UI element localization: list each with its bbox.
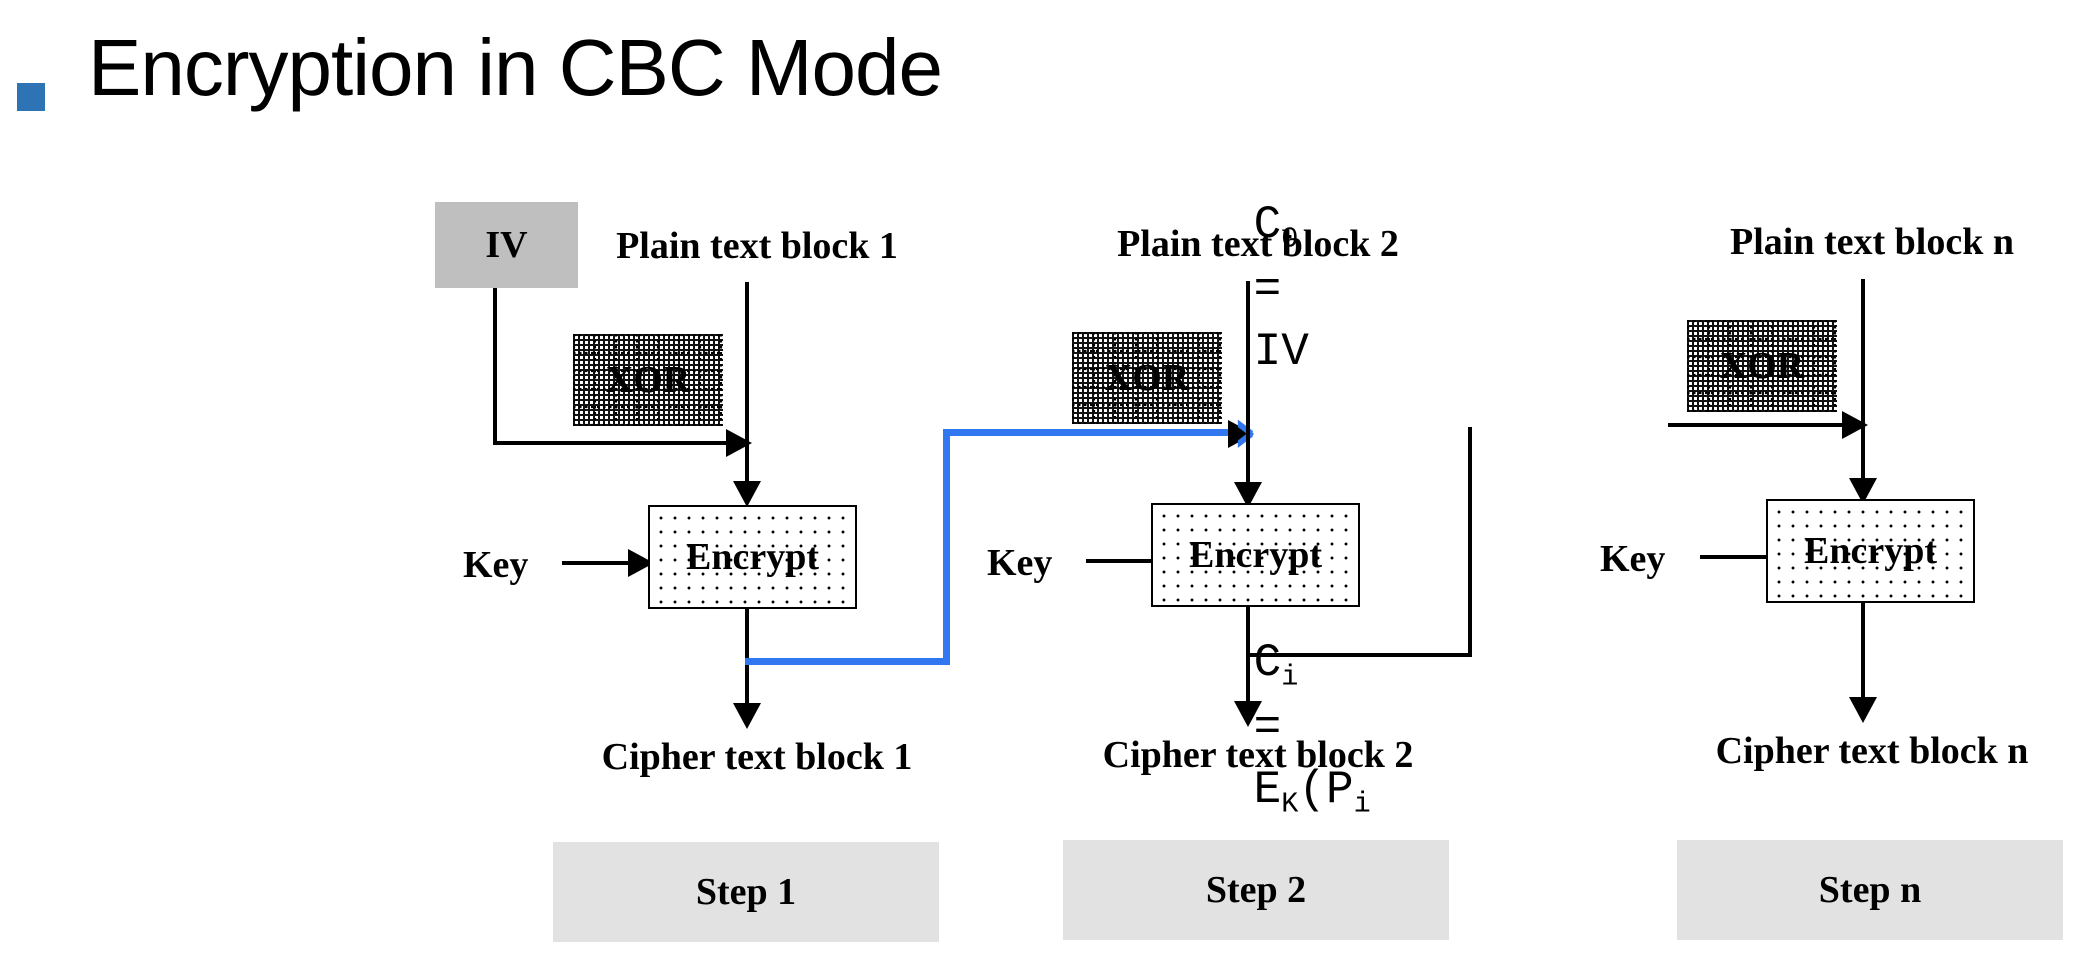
plaintext-label-2: Plain text block 2 — [1117, 223, 1399, 265]
xor-label-2: XOR — [1104, 357, 1190, 399]
key-line-1 — [562, 561, 634, 565]
step-box-2: Step 2 — [1063, 840, 1449, 940]
step-box-n: Step n — [1677, 840, 2063, 940]
key-line-2 — [1086, 559, 1158, 563]
formula-eq-1: = — [1253, 264, 1282, 317]
xor-box-1: XOR — [573, 334, 723, 426]
step-label-n: Step n — [1818, 869, 1922, 911]
feedback-vertical-2 — [1468, 427, 1472, 657]
page-title: Encryption in CBC Mode — [88, 23, 943, 112]
key-label-2: Key — [987, 542, 1053, 584]
formula-c0-subscript: 0 — [1281, 222, 1299, 256]
plaintext-line-n — [1861, 279, 1865, 484]
ciphertext-line-n — [1861, 603, 1865, 703]
plaintext-line-2 — [1246, 281, 1250, 488]
plaintext-label-n: Plain text block n — [1730, 221, 2014, 263]
feedback-horizontal-2 — [1246, 653, 1472, 657]
feedback-highlight-horizontal-top[interactable] — [943, 429, 1248, 436]
step-box-1: Step 1 — [553, 842, 939, 942]
formula-p-subscript: i — [1353, 787, 1371, 821]
step-label-2: Step 2 — [1205, 869, 1307, 911]
formula-ci: C — [1253, 636, 1282, 689]
ciphertext-arrowhead-1-icon — [733, 703, 761, 729]
formula-iv: IV — [1253, 326, 1309, 379]
ciphertext-label-n: Cipher text block n — [1715, 730, 2029, 772]
encrypt-label-n: Encrypt — [1804, 530, 1937, 572]
formula-ek: E — [1253, 763, 1282, 816]
formula-ek-subscript: K — [1281, 787, 1299, 821]
encrypt-label-1: Encrypt — [686, 536, 819, 578]
feedback-arrowhead-n-icon — [1842, 411, 1868, 439]
feedback-horizontal-n — [1668, 423, 1848, 427]
feedback-highlight-chevron-icon: › — [1232, 394, 1258, 467]
formula-line-1: C0 = IV — [1088, 132, 1371, 445]
key-label-n: Key — [1600, 538, 1666, 580]
encrypt-box-2: Encrypt — [1151, 503, 1360, 607]
encrypt-box-n: Encrypt — [1766, 499, 1975, 603]
plaintext-arrowhead-1-icon — [733, 481, 761, 507]
ciphertext-arrowhead-n-icon — [1849, 697, 1877, 723]
key-label-1: Key — [463, 544, 529, 586]
iv-feed-horizontal-line — [493, 441, 733, 445]
formula-c0: C — [1253, 199, 1282, 252]
ciphertext-label-1: Cipher text block 1 — [601, 736, 913, 778]
xor-label-1: XOR — [605, 359, 691, 401]
xor-label-n: XOR — [1719, 345, 1805, 387]
xor-box-n: XOR — [1687, 320, 1837, 412]
encrypt-box-1: Encrypt — [648, 505, 857, 609]
iv-label: IV — [485, 224, 528, 266]
ciphertext-label-2: Cipher text block 2 — [1102, 734, 1414, 776]
feedback-highlight-vertical[interactable] — [943, 429, 950, 665]
formula-open-paren-p: (P — [1298, 763, 1354, 816]
ciphertext-line-2 — [1246, 607, 1250, 707]
key-line-n — [1700, 555, 1772, 559]
ciphertext-arrowhead-2-icon — [1234, 701, 1262, 727]
feedback-highlight-horizontal-bottom[interactable] — [745, 658, 950, 665]
plaintext-label-1: Plain text block 1 — [616, 225, 898, 267]
encrypt-label-2: Encrypt — [1189, 534, 1322, 576]
plaintext-line-1 — [745, 282, 749, 487]
iv-box: IV — [435, 202, 578, 288]
bullet-marker-icon — [17, 83, 45, 111]
cbc-formula: C0 = IV Ci = EK(Pi ⊕ Ci-1) — [1088, 8, 1371, 974]
step-label-1: Step 1 — [695, 871, 797, 913]
xor-box-2: XOR — [1072, 332, 1222, 424]
iv-feed-vertical-line — [493, 288, 497, 445]
formula-ci-subscript: i — [1281, 660, 1299, 694]
